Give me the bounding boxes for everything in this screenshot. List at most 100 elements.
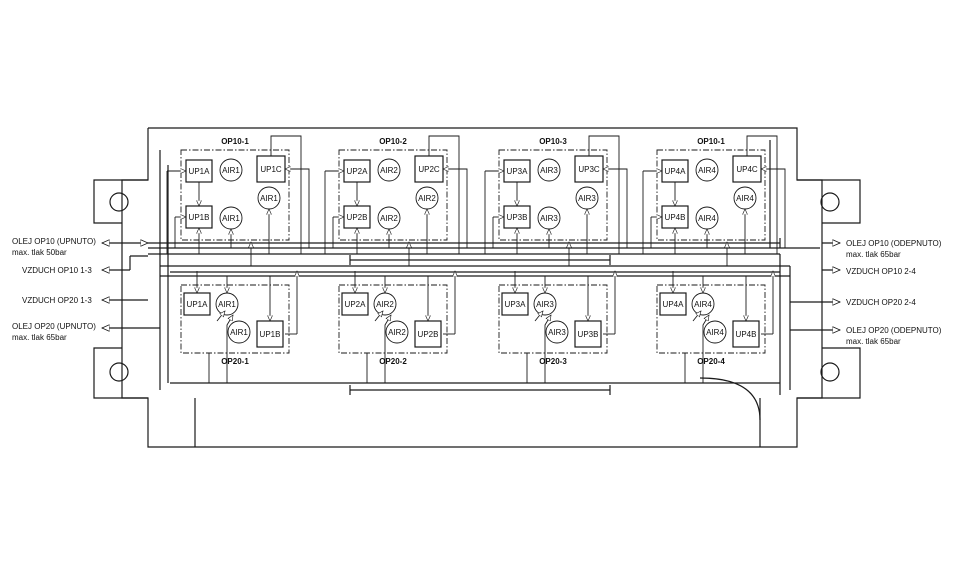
- left-air-op10-label: VZDUCH OP10 1-3: [22, 266, 92, 275]
- top-up-a-label: UP2A: [347, 167, 369, 176]
- top-air-top-circle: [219, 158, 243, 182]
- top-up-c-label: UP3C: [578, 165, 600, 174]
- pipe: [761, 169, 786, 248]
- top-group-title: OP10-1: [697, 137, 725, 146]
- pipe: [746, 135, 778, 254]
- pipe: [285, 169, 310, 248]
- top-up-b-label: UP4B: [665, 213, 686, 222]
- top-air-top-label: AIR2: [380, 166, 398, 175]
- top-air-bot-label: AIR2: [380, 214, 398, 223]
- right-oil-op10-label: OLEJ OP10 (ODEPNUTO): [846, 239, 942, 248]
- manifold-lines: [148, 140, 820, 395]
- pipe: [270, 135, 302, 254]
- top-up-a-label: UP3A: [507, 167, 529, 176]
- right-air-op20-label: VZDUCH OP20 2-4: [846, 298, 916, 307]
- left-oil-op20-pressure: max. tlak 65bar: [12, 333, 67, 342]
- mount-hole-bl: [109, 362, 129, 382]
- bottom-up-b-box: [732, 320, 760, 348]
- top-group-frame: [338, 149, 448, 241]
- left-oil-op20-label: OLEJ OP20 (UPNUTO): [12, 322, 96, 331]
- bottom-air-bot-circle: [227, 320, 251, 344]
- mount-hole-br: [820, 362, 840, 382]
- pipe: [374, 311, 383, 322]
- bottom-group-frame: [656, 284, 766, 354]
- bottom-up-b-label: UP2B: [418, 330, 439, 339]
- pipe: [534, 311, 543, 322]
- bottom-air-bot-label: AIR1: [230, 328, 248, 337]
- top-air-mid-label: AIR3: [578, 194, 596, 203]
- top-up-c-label: UP2C: [418, 165, 440, 174]
- bottom-group-title: OP20-3: [539, 357, 567, 366]
- top-air-top-label: AIR3: [540, 166, 558, 175]
- top-group-frame: [180, 149, 290, 241]
- bottom-group-title: OP20-4: [697, 357, 725, 366]
- mount-hole-tl: [109, 192, 129, 212]
- top-group-title: OP10-1: [221, 137, 249, 146]
- top-up-c-box: [256, 155, 286, 183]
- bottom-air-bot-circle: [703, 320, 727, 344]
- top-group-frame: [656, 149, 766, 241]
- top-up-b-label: UP2B: [347, 213, 368, 222]
- bottom-air-top-label: AIR2: [376, 300, 394, 309]
- top-group-title: OP10-3: [539, 137, 567, 146]
- top-air-mid-label: AIR1: [260, 194, 278, 203]
- pipe: [384, 315, 391, 343]
- pipe: [692, 311, 701, 322]
- bottom-group-frame: [338, 284, 448, 354]
- pipe: [443, 169, 468, 248]
- mount-hole-tr: [820, 192, 840, 212]
- top-air-top-label: AIR4: [698, 166, 716, 175]
- right-oil-op20-pressure: max. tlak 65bar: [846, 337, 901, 346]
- top-group-title: OP10-2: [379, 137, 407, 146]
- top-up-b-label: UP3B: [507, 213, 528, 222]
- bottom-up-b-label: UP4B: [736, 330, 757, 339]
- right-air-op10-label: VZDUCH OP10 2-4: [846, 267, 916, 276]
- top-air-top-circle: [377, 158, 401, 182]
- bottom-group-frame: [498, 284, 608, 354]
- bottom-up-b-label: UP3B: [578, 330, 599, 339]
- bottom-air-bot-label: AIR3: [548, 328, 566, 337]
- top-up-a-label: UP4A: [665, 167, 687, 176]
- bottom-air-top-label: AIR1: [218, 300, 236, 309]
- top-air-top-circle: [695, 158, 719, 182]
- top-air-bot-label: AIR3: [540, 214, 558, 223]
- pipe: [226, 315, 233, 343]
- pipe: [603, 169, 628, 248]
- top-air-bot-label: AIR1: [222, 214, 240, 223]
- left-air-op20-label: VZDUCH OP20 1-3: [22, 296, 92, 305]
- top-air-bot-label: AIR4: [698, 214, 716, 223]
- bottom-group-title: OP20-1: [221, 357, 249, 366]
- bottom-air-bot-label: AIR2: [388, 328, 406, 337]
- top-air-mid-label: AIR4: [736, 194, 754, 203]
- bottom-up-b-label: UP1B: [260, 330, 281, 339]
- left-oil-op10-pressure: max. tlak 50bar: [12, 248, 67, 257]
- top-air-mid-label: AIR2: [418, 194, 436, 203]
- pipe: [544, 315, 551, 343]
- top-up-b-label: UP1B: [189, 213, 210, 222]
- right-oil-op10-pressure: max. tlak 65bar: [846, 250, 901, 259]
- top-up-c-label: UP1C: [260, 165, 282, 174]
- top-group-frame: [498, 149, 608, 241]
- bottom-up-a-label: UP3A: [505, 300, 527, 309]
- top-up-c-box: [574, 155, 604, 183]
- bottom-up-a-label: UP4A: [663, 300, 685, 309]
- bottom-air-bot-circle: [385, 320, 409, 344]
- pipe: [702, 315, 709, 343]
- port-arrows: [102, 243, 840, 330]
- bottom-group-frame: [180, 284, 290, 354]
- pipe: [588, 135, 620, 254]
- bottom-up-b-box: [414, 320, 442, 348]
- right-oil-op20-label: OLEJ OP20 (ODEPNUTO): [846, 326, 942, 335]
- bottom-air-top-label: AIR3: [536, 300, 554, 309]
- bottom-air-bot-label: AIR4: [706, 328, 724, 337]
- pipe: [428, 135, 460, 254]
- left-oil-op10-label: OLEJ OP10 (UPNUTO): [12, 237, 96, 246]
